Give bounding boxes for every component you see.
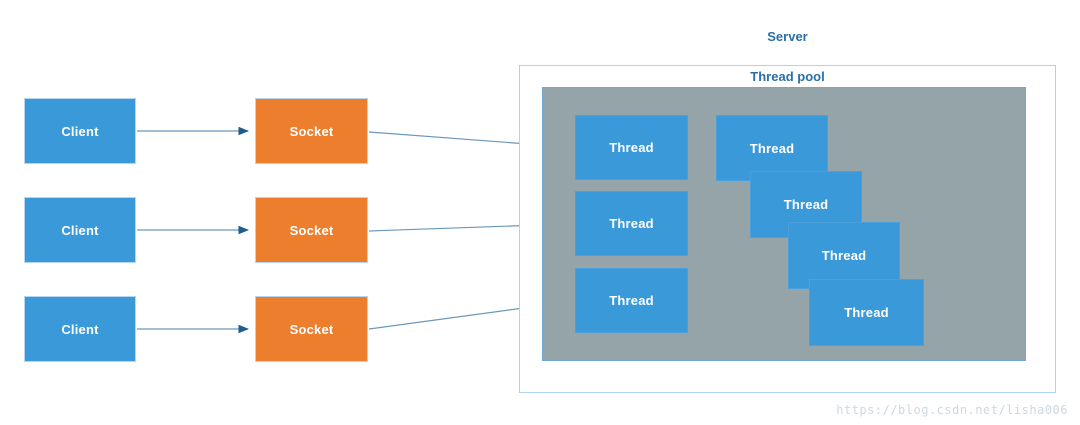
socket-box-3: Socket — [255, 296, 368, 362]
thread-cascade-4: Thread — [809, 279, 924, 346]
thread-box-3: Thread — [575, 268, 688, 333]
server-title: Server — [767, 28, 808, 44]
socket-box-2: Socket — [255, 197, 368, 263]
thread-pool-title: Thread pool — [750, 69, 825, 84]
thread-box-1: Thread — [575, 115, 688, 180]
thread-cascade-1: Thread — [716, 115, 828, 181]
client-box-2: Client — [24, 197, 136, 263]
socket-box-1: Socket — [255, 98, 368, 164]
client-box-3: Client — [24, 296, 136, 362]
watermark-url: https://blog.csdn.net/lisha006 — [836, 403, 1068, 417]
client-box-1: Client — [24, 98, 136, 164]
thread-box-2: Thread — [575, 191, 688, 256]
